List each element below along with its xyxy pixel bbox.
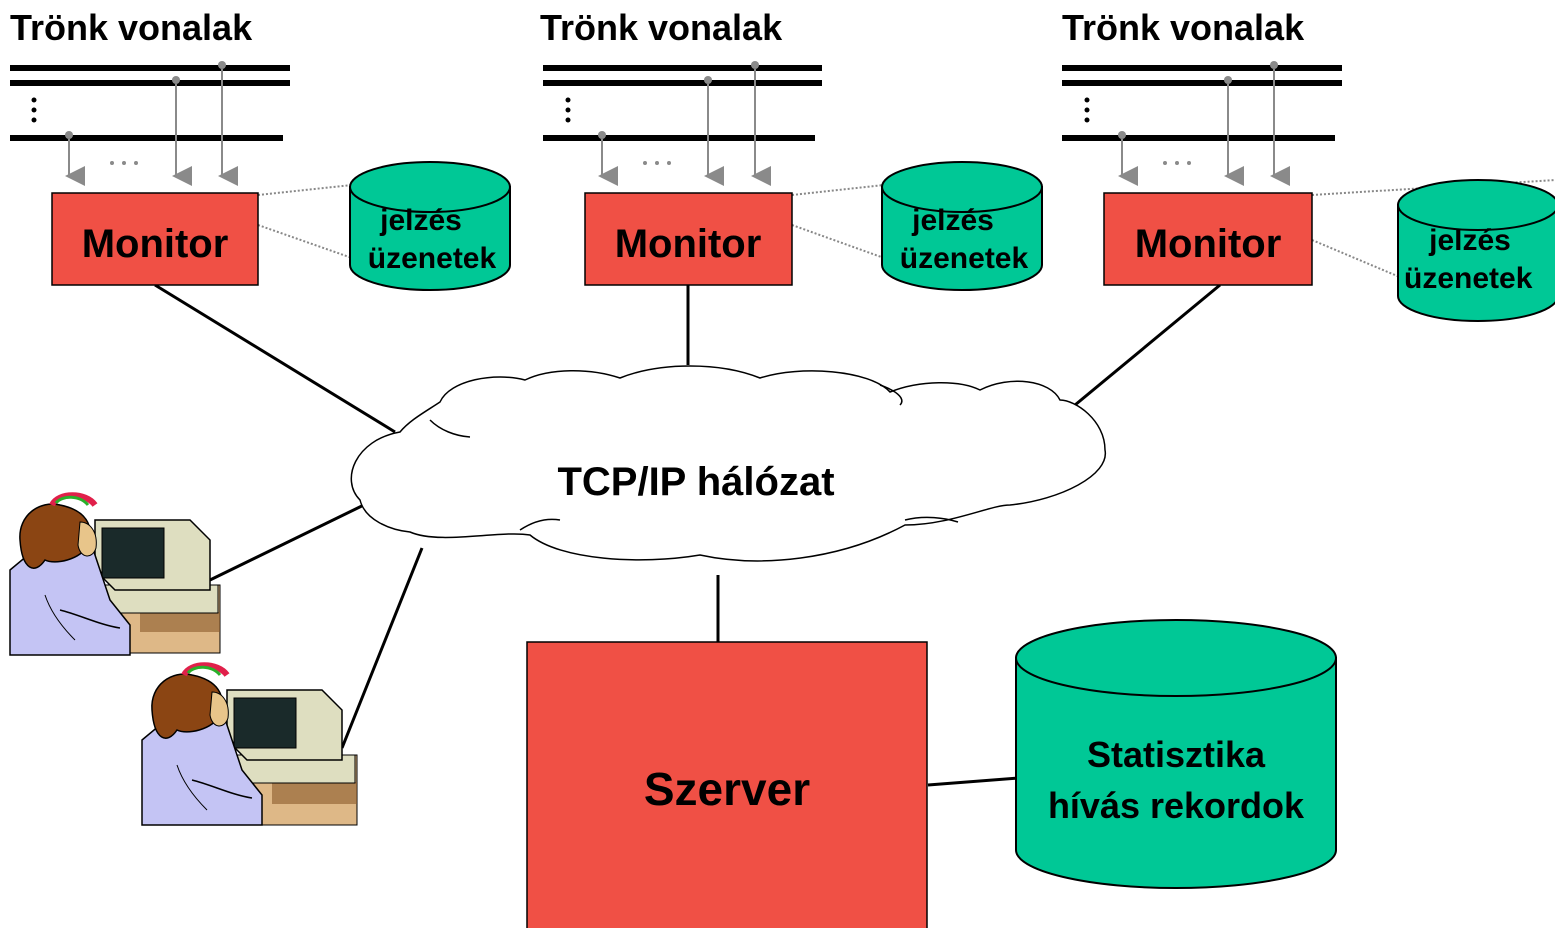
signalling-database-icon xyxy=(1397,179,1555,322)
server-box xyxy=(526,641,928,928)
server-node: Szerver xyxy=(526,641,928,928)
link-monitor-3 xyxy=(1074,283,1221,407)
monitor-label: Monitor xyxy=(1135,222,1282,266)
database-label-line2: üzenetek xyxy=(1404,262,1533,295)
operator-workstation-icon xyxy=(141,662,358,826)
signalling-database-icon xyxy=(881,161,1043,291)
trunk-title: Trönk vonalak xyxy=(540,7,783,48)
signalling-database-icon xyxy=(349,161,511,291)
network-cloud: TCP/IP hálózat xyxy=(350,365,1106,562)
trunk-title: Trönk vonalak xyxy=(10,7,253,48)
database-label-line1: jelzés xyxy=(379,204,462,237)
link-monitor-1 xyxy=(154,283,396,434)
database-label-line1: jelzés xyxy=(911,204,994,237)
operator-workstation-1 xyxy=(9,492,221,656)
server-label: Szerver xyxy=(644,763,810,815)
network-links xyxy=(154,283,1221,787)
operator-workstation-2 xyxy=(141,662,358,826)
network-label: TCP/IP hálózat xyxy=(557,460,834,504)
trunk-group-1: Trönk vonalak xyxy=(10,7,290,186)
operator-workstation-icon xyxy=(9,492,221,656)
link-storage xyxy=(927,776,1019,787)
monitor-box xyxy=(51,192,259,286)
monitor-box xyxy=(1103,192,1313,286)
cloud-shape xyxy=(350,365,1106,562)
database-label-line2: üzenetek xyxy=(900,242,1029,275)
vertical-ellipsis-icon xyxy=(31,97,37,123)
monitor-node-1: Monitor jelzés üzenetek xyxy=(51,161,511,291)
link-workstation-1 xyxy=(209,500,371,582)
monitor-box xyxy=(584,192,793,286)
vertical-ellipsis-icon xyxy=(565,97,571,123)
horizontal-ellipsis-icon xyxy=(110,161,138,165)
monitor-label: Monitor xyxy=(615,222,762,266)
trunk-title: Trönk vonalak xyxy=(1062,7,1305,48)
database-label-line1: jelzés xyxy=(1428,224,1511,257)
horizontal-ellipsis-icon xyxy=(1163,161,1191,165)
trunk-group-2: Trönk vonalak xyxy=(540,7,822,186)
link-workstation-2 xyxy=(340,547,424,749)
monitor-node-3: Monitor jelzés üzenetek xyxy=(1103,179,1555,322)
vertical-ellipsis-icon xyxy=(1084,97,1090,123)
monitor-node-2: Monitor jelzés üzenetek xyxy=(584,161,1043,291)
horizontal-ellipsis-icon xyxy=(643,161,671,165)
trunk-group-3: Trönk vonalak xyxy=(1062,7,1342,186)
storage-database-icon xyxy=(1015,619,1337,889)
storage-label-line1: Statisztika xyxy=(1087,734,1266,775)
storage-label-line2: hívás rekordok xyxy=(1048,785,1305,826)
database-label-line2: üzenetek xyxy=(368,242,497,275)
storage-node: Statisztika hívás rekordok xyxy=(1015,619,1337,889)
monitor-label: Monitor xyxy=(82,222,229,266)
